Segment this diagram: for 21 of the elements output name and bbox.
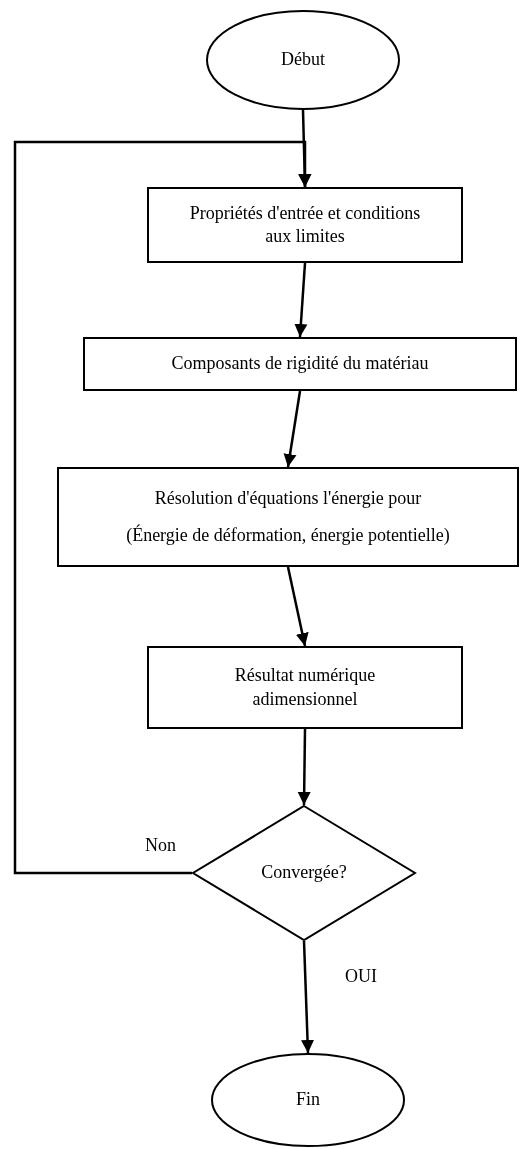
node-text: Résultat numérique adimensionnel bbox=[233, 664, 377, 711]
arrow bbox=[283, 390, 302, 468]
node-text: (Énergie de déformation, énergie potentielle) bbox=[126, 524, 450, 547]
arrow bbox=[294, 262, 308, 338]
process-box bbox=[57, 467, 519, 567]
arrow bbox=[297, 729, 311, 805]
node-text: Fin bbox=[296, 1088, 320, 1112]
terminal-ellipse bbox=[211, 1053, 405, 1147]
arrow bbox=[13, 140, 312, 875]
terminal-ellipse bbox=[206, 10, 400, 110]
process-box bbox=[147, 646, 463, 729]
node-text: Résolution d'équations l'énergie pour bbox=[154, 486, 422, 510]
node-text: Convergée? bbox=[261, 861, 347, 885]
decision-diamond bbox=[192, 805, 416, 941]
node-text: Propriétés d'entrée et conditions aux limites bbox=[189, 201, 421, 248]
process-box bbox=[147, 187, 463, 263]
process-box bbox=[83, 337, 517, 391]
node-text: Début bbox=[281, 48, 325, 72]
node-text: Composants de rigidité du matériau bbox=[171, 352, 429, 376]
arrow bbox=[286, 566, 309, 647]
arrow bbox=[301, 940, 315, 1054]
